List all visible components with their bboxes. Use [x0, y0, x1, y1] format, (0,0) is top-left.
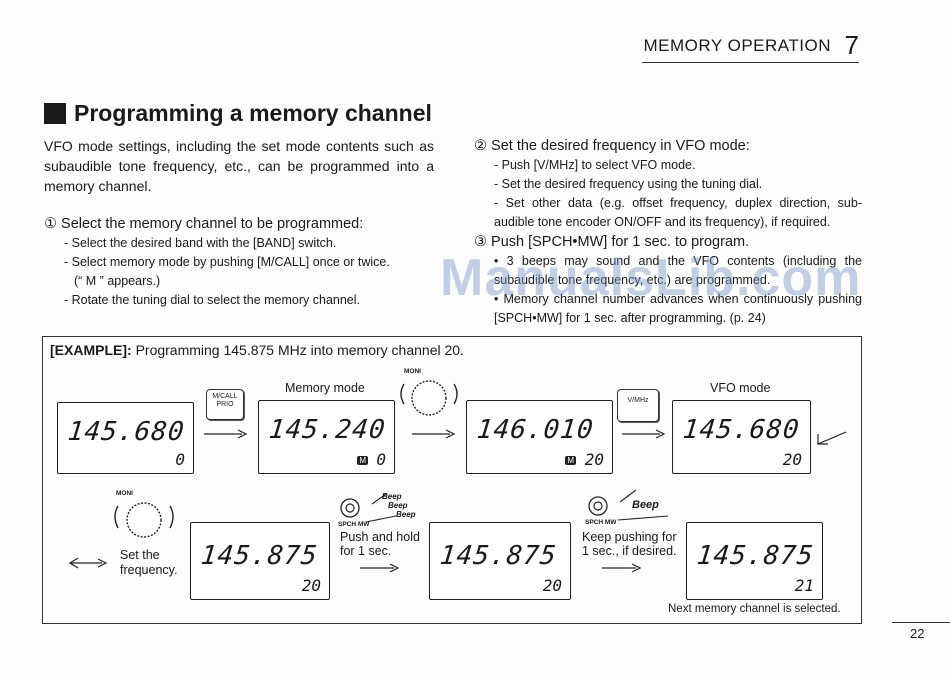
section-header: MEMORY OPERATION — [643, 36, 831, 55]
arrow-down-left-icon — [817, 431, 847, 445]
lcd-frequency: 145.875 — [695, 541, 816, 571]
title-square-icon — [44, 103, 66, 124]
step1-item: - Select the desired band with the [BAND… — [64, 236, 337, 250]
page-title: Programming a memory channel — [44, 100, 432, 127]
step1-item: - Rotate the tuning dial to select the m… — [64, 293, 360, 307]
lcd-display-3: 146.010 M 20 — [466, 400, 613, 474]
memory-indicator: M — [565, 456, 576, 465]
spch-mw-label: SPCH MW — [585, 519, 617, 526]
mcall-button[interactable]: M/CALL PRIO — [206, 389, 244, 420]
example-box — [42, 336, 862, 624]
header-rule — [642, 62, 859, 63]
lcd-frequency: 145.680 — [681, 415, 802, 445]
arrow-right-icon — [602, 563, 642, 573]
memory-mode-label: Memory mode — [285, 381, 365, 395]
page-title-text: Programming a memory channel — [74, 100, 432, 126]
step3-item: • 3 beeps may sound and the VFO contents… — [494, 254, 862, 287]
step-3: ③ Push [SPCH•MW] for 1 sec. to program. — [474, 234, 750, 250]
step1-item: - Select memory mode by pushing [M/CALL]… — [64, 255, 390, 269]
chapter-number: 7 — [844, 30, 859, 60]
step-1: ① Select the memory channel to be progra… — [44, 216, 364, 232]
beep-label: Beep — [382, 492, 402, 501]
step-2: ② Set the desired frequency in VFO mode: — [474, 138, 750, 154]
intro-paragraph: VFO mode settings, including the set mod… — [44, 138, 434, 194]
keep-pushing-label: Keep pushing for 1 sec., if desired. — [582, 530, 677, 558]
lcd-channel: 20 — [301, 576, 321, 595]
page-number: 22 — [910, 626, 925, 641]
lcd-frequency: 146.010 — [475, 415, 596, 445]
tuning-dial-icon[interactable] — [104, 496, 184, 546]
lcd-channel: 20 — [782, 450, 802, 469]
memory-indicator: M — [357, 456, 368, 465]
lcd-frequency: 145.875 — [438, 541, 559, 571]
lcd-channel: 20 — [542, 576, 562, 595]
push-hold-label: Push and hold for 1 sec. — [340, 530, 420, 558]
step2-item: - Set other data (e.g. offset frequency,… — [494, 196, 862, 229]
arrow-right-icon — [622, 429, 666, 439]
spch-mw-label: SPCH MW — [338, 521, 370, 528]
arrow-right-icon — [412, 429, 456, 439]
lcd-channel: 0 — [376, 450, 386, 469]
arrow-right-icon — [68, 557, 108, 569]
lcd-display-7: 145.875 21 — [686, 522, 823, 600]
moni-label: MONI — [404, 368, 421, 375]
lcd-display-5: 145.875 20 — [190, 522, 330, 600]
beep-label: Beep — [632, 499, 659, 511]
vmhz-button[interactable]: V/MHz — [617, 389, 659, 422]
left-column: VFO mode settings, including the set mod… — [44, 136, 434, 310]
lcd-display-1: 145.680 0 — [57, 402, 194, 474]
lcd-channel: 20 — [584, 450, 604, 469]
lcd-display-4: 145.680 20 — [672, 400, 811, 474]
example-title: [EXAMPLE]: Programming 145.875 MHz into … — [50, 342, 464, 358]
next-channel-label: Next memory channel is selected. — [668, 603, 841, 615]
lcd-display-2: 145.240 M 0 — [258, 400, 395, 474]
right-column: ② Set the desired frequency in VFO mode:… — [474, 136, 862, 328]
step2-item: - Push [V/MHz] to select VFO mode. — [494, 158, 696, 172]
example-label: [EXAMPLE]: — [50, 342, 132, 358]
moni-label: MONI — [116, 490, 133, 497]
lcd-frequency: 145.240 — [267, 415, 388, 445]
beep-label: Beep — [388, 501, 408, 510]
set-frequency-label: Set the frequency. — [120, 548, 178, 577]
footer-rule — [892, 622, 950, 623]
lcd-channel: 21 — [794, 576, 814, 595]
step3-item: • Memory channel number advances when co… — [494, 292, 862, 325]
spch-mw-button-icon[interactable] — [584, 486, 674, 522]
spch-mw-button-icon[interactable] — [336, 492, 426, 524]
arrow-right-icon — [204, 429, 248, 439]
example-text: Programming 145.875 MHz into memory chan… — [135, 342, 464, 358]
lcd-frequency: 145.875 — [199, 541, 320, 571]
vfo-mode-label: VFO mode — [710, 381, 771, 395]
step1-item: (“ M ” appears.) — [74, 274, 161, 288]
lcd-channel: 0 — [175, 450, 185, 469]
arrow-right-icon — [360, 563, 400, 573]
lcd-frequency: 145.680 — [66, 417, 187, 447]
lcd-display-6: 145.875 20 — [429, 522, 571, 600]
tuning-dial-icon[interactable] — [394, 374, 464, 424]
beep-label: Beep — [396, 510, 416, 519]
step2-item: - Set the desired frequency using the tu… — [494, 177, 763, 191]
